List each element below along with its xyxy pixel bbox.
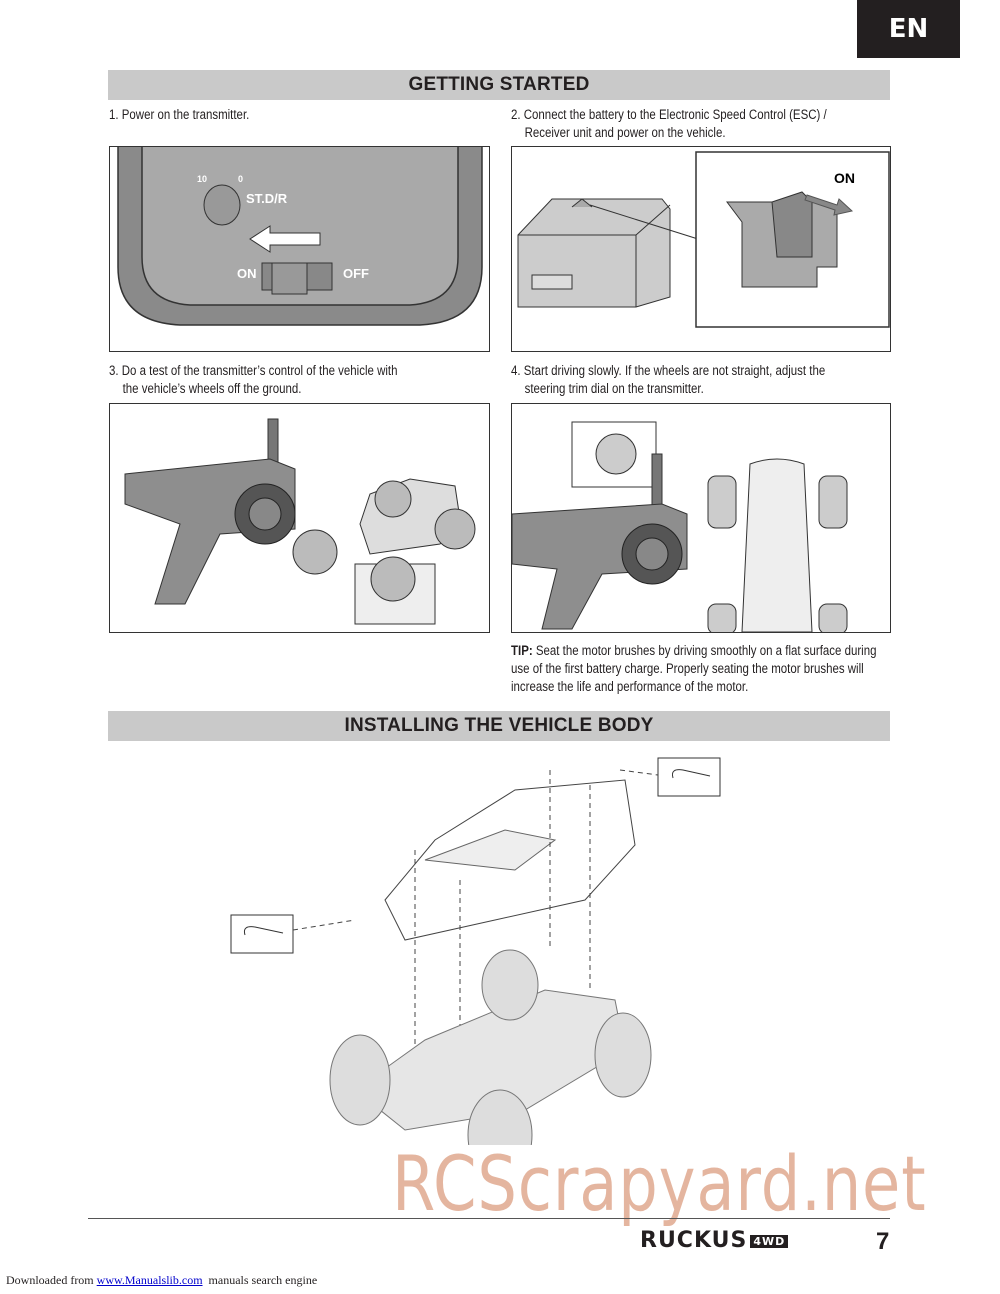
language-tab: EN [857, 0, 960, 58]
on-label: ON [834, 170, 855, 186]
switch-on-label: ON [237, 266, 257, 281]
transmitter-back-illustration: 10 0 ST.D/R ON OFF [117, 147, 483, 326]
dial-label-0: 0 [238, 174, 243, 184]
switch-off-label: OFF [343, 266, 369, 281]
figure-steering-trim [511, 403, 891, 633]
watermark: RCScrapyard.net [392, 1139, 927, 1228]
arrow-left-icon [249, 225, 321, 253]
step-4-text: 4. Start driving slowly. If the wheels a… [511, 363, 826, 396]
body-installation-illustration [230, 757, 721, 1145]
figure-transmitter-power-switch: 10 0 ST.D/R ON OFF [109, 146, 490, 352]
figure-esc-receiver-switch: ON [511, 146, 891, 352]
footer-divider [88, 1218, 890, 1219]
download-notice: Downloaded from www.Manualslib.com manua… [6, 1273, 318, 1287]
figure-vehicle-body-installation [225, 750, 725, 1145]
trim-dial-icon [595, 433, 637, 475]
body-clip-callout-right [657, 757, 721, 797]
figure-control-test [109, 403, 490, 633]
tip-text: TIP: Seat the motor brushes by driving s… [511, 643, 877, 694]
section-heading-installing-body: INSTALLING THE VEHICLE BODY [108, 711, 890, 741]
page-number: 7 [876, 1228, 890, 1255]
arrow-right-icon [804, 194, 854, 216]
step-1-text: 1. Power on the transmitter. [109, 107, 250, 122]
dial-label-10: 10 [197, 174, 207, 184]
steering-trim-illustration [512, 421, 848, 632]
step-2-text: 2. Connect the battery to the Electronic… [511, 107, 827, 140]
step-3-text: 3. Do a test of the transmitter’s contro… [109, 363, 398, 396]
st-dr-label: ST.D/R [246, 191, 288, 206]
manualslib-link[interactable]: www.Manualslib.com [96, 1273, 203, 1287]
transmitter-and-truck-illustration [124, 418, 476, 625]
esc-illustration: ON [517, 151, 890, 328]
section-heading-getting-started: GETTING STARTED [108, 70, 890, 100]
body-clip-callout-left [230, 914, 294, 954]
power-switch-slider [271, 262, 308, 295]
